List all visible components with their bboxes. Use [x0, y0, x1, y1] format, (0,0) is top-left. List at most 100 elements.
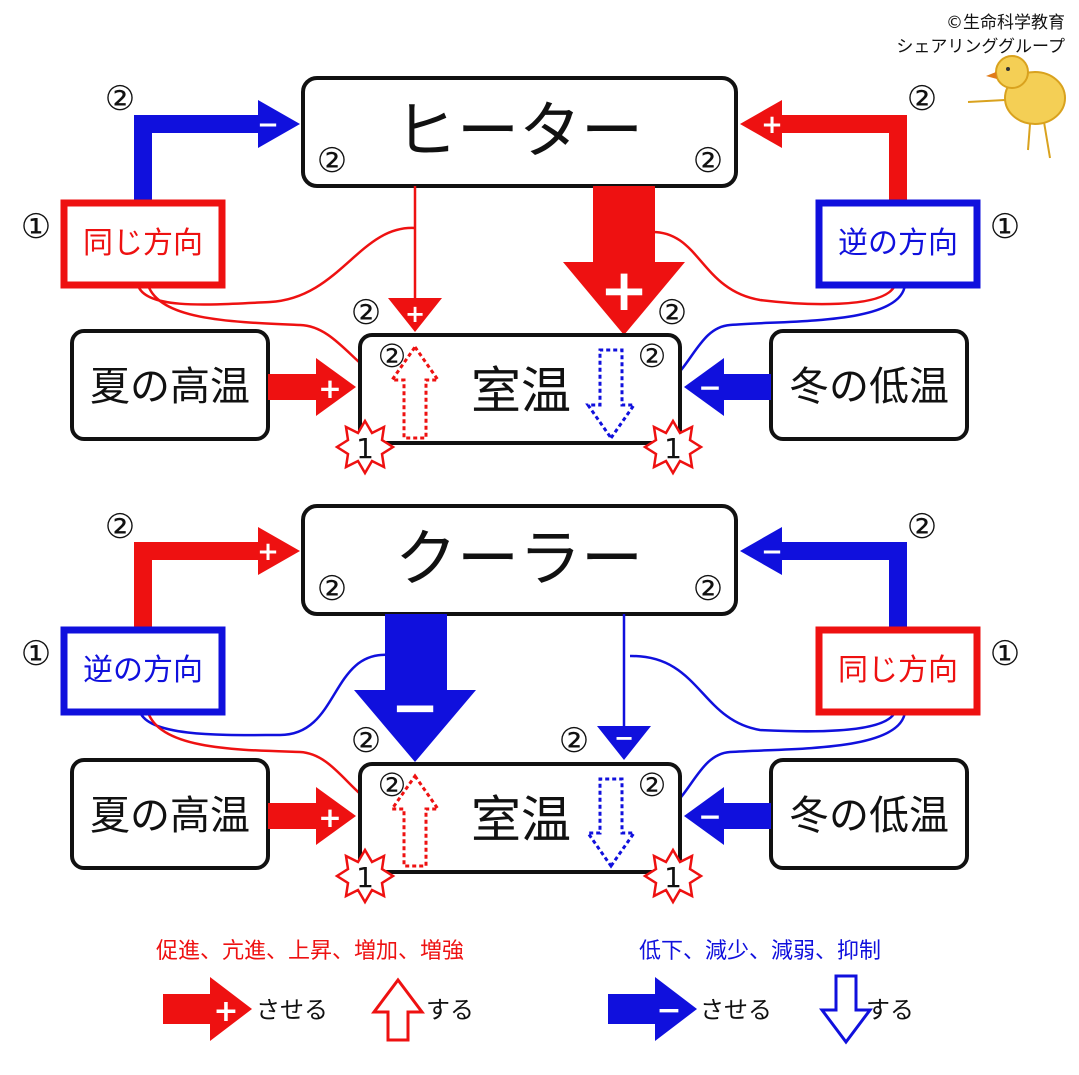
cooler-big-mark: ②: [351, 721, 381, 761]
top-left-minus-feedback: [134, 115, 262, 202]
top-right-mode-mark: ①: [990, 207, 1020, 247]
bottom-summer-plus: +: [318, 801, 341, 834]
top-room-mark-right: ②: [638, 337, 667, 375]
heater-thin-plus: +: [405, 300, 425, 328]
chick-logo: [967, 55, 1066, 159]
bottom-left-arrowhead: [258, 527, 300, 575]
heater-mark-left: ②: [317, 141, 347, 181]
top-winter-label: 冬の低温: [789, 364, 949, 410]
legend-red-plus: +: [213, 994, 238, 1029]
top-left-minus: −: [257, 110, 279, 140]
bottom-winter-minus: −: [698, 800, 721, 833]
legend-blue-cause: させる: [700, 996, 772, 1024]
top-right-mode-label: 逆の方向: [838, 226, 958, 261]
bottom-left-plus-feedback: [134, 542, 262, 630]
cooler-mark-left: ②: [317, 569, 347, 609]
cooler-big-shaft: [385, 614, 447, 694]
top-summer-plus: +: [318, 372, 341, 405]
bottom-right-mode-mark: ①: [990, 634, 1020, 674]
heater-section: − + ヒーター ② ② ② ② + ② + ② 同じ方向 ① 逆の方向 ① 夏…: [21, 76, 1020, 475]
bottom-room-up-arrow: [389, 773, 441, 868]
top-right-corner-mark: ②: [907, 79, 937, 119]
cooler-big-minus: −: [391, 673, 440, 741]
bottom-room-down-arrow: [585, 777, 637, 869]
top-right-arrowhead: [740, 100, 782, 148]
cooler-section: + − クーラー ② ② ② ② − ② − ② 逆の方向 ① 同じ方向 ① 夏…: [21, 504, 1020, 904]
top-left-corner-mark: ②: [105, 79, 135, 119]
heater-big-mark: ②: [657, 293, 687, 333]
bottom-left-mode-box: [60, 626, 226, 716]
legend-blue-minus: −: [656, 993, 681, 1028]
credit-line-2: シェアリンググループ: [896, 37, 1065, 57]
heater-mark-right: ②: [693, 141, 723, 181]
top-right-plus-feedback: [778, 115, 907, 202]
top-summer-arrow-head: [316, 358, 356, 416]
bottom-summer-arrow-shaft: [268, 803, 318, 829]
heater-label: ヒーター: [395, 94, 643, 167]
heater-big-head: [563, 262, 685, 335]
top-star-right-label: 1: [664, 432, 682, 465]
top-right-plus: +: [761, 110, 783, 140]
top-left-arrowhead: [258, 100, 300, 148]
bottom-winter-arrow-head: [684, 787, 724, 845]
bottom-left-corner-mark: ②: [105, 507, 135, 547]
bottom-left-blue-route: [138, 653, 391, 737]
bottom-winter-label: 冬の低温: [789, 793, 949, 839]
top-left-mode-label: 同じ方向: [83, 226, 203, 261]
bottom-right-arrowhead: [740, 527, 782, 575]
bottom-left-mode-label: 逆の方向: [83, 653, 203, 688]
bottom-left-mode-mark: ①: [21, 634, 51, 674]
cooler-thin-minus: −: [614, 724, 634, 752]
bottom-right-blue-route: [629, 654, 897, 733]
legend-red-up-arrow: [371, 977, 425, 1042]
bottom-star-right-label: 1: [664, 861, 682, 894]
top-summer-arrow-shaft: [268, 374, 318, 400]
legend-red-do: する: [426, 996, 474, 1024]
top-left-mode-box: [60, 199, 226, 289]
top-star-left-label: 1: [356, 432, 374, 465]
legend-blue-head: [655, 977, 697, 1041]
top-right-mode-box: [815, 199, 981, 289]
bottom-right-minus: −: [761, 537, 783, 567]
top-room-down-arrow: [585, 348, 637, 441]
top-winter-arrow-head: [684, 358, 724, 416]
legend-increase-title: 促進、亢進、上昇、増加、増強: [156, 939, 464, 964]
cooler-thin-head: [597, 726, 651, 760]
bottom-right-corner-mark: ②: [907, 507, 937, 547]
legend: 促進、亢進、上昇、増加、増強 低下、減少、減弱、抑制 + させる する − させ…: [156, 939, 914, 1045]
cooler-mark-right: ②: [693, 569, 723, 609]
top-winter-arrow-shaft: [722, 374, 771, 400]
top-room-up-arrow: [389, 344, 441, 440]
cooler-label: クーラー: [395, 522, 643, 595]
legend-blue-shaft: [608, 994, 660, 1024]
legend-blue-do: する: [866, 996, 914, 1024]
top-right-red-route: [649, 230, 897, 306]
legend-red-head: [210, 977, 252, 1041]
legend-blue-down-arrow: [819, 974, 873, 1045]
bottom-star-left-label: 1: [356, 861, 374, 894]
legend-red-shaft: [163, 994, 215, 1024]
legend-decrease-title: 低下、減少、減弱、抑制: [639, 939, 881, 964]
bottom-summer-arrow-head: [316, 787, 356, 845]
bottom-right-mode-box: [815, 626, 981, 716]
heater-thin-head: [388, 298, 442, 332]
top-left-mode-mark: ①: [21, 207, 51, 247]
bottom-left-plus: +: [257, 537, 279, 567]
top-summer-label: 夏の高温: [90, 364, 250, 410]
credit-line-1: ©生命科学教育: [946, 13, 1065, 33]
cooler-box: [301, 504, 738, 616]
top-room-label: 室温: [471, 362, 571, 420]
legend-red-cause: させる: [256, 996, 328, 1024]
cooler-thin-mark: ②: [559, 721, 589, 761]
heater-thin-mark: ②: [351, 293, 381, 333]
bottom-right-mode-label: 同じ方向: [838, 653, 958, 688]
bottom-summer-label: 夏の高温: [90, 793, 250, 839]
top-winter-minus: −: [698, 371, 721, 404]
bottom-room-mark-right: ②: [638, 766, 667, 804]
heater-box: [301, 76, 738, 188]
bottom-winter-arrow-shaft: [722, 803, 771, 829]
heater-big-shaft: [593, 186, 655, 266]
heater-big-plus: +: [600, 256, 649, 324]
bottom-right-minus-feedback: [778, 542, 907, 630]
